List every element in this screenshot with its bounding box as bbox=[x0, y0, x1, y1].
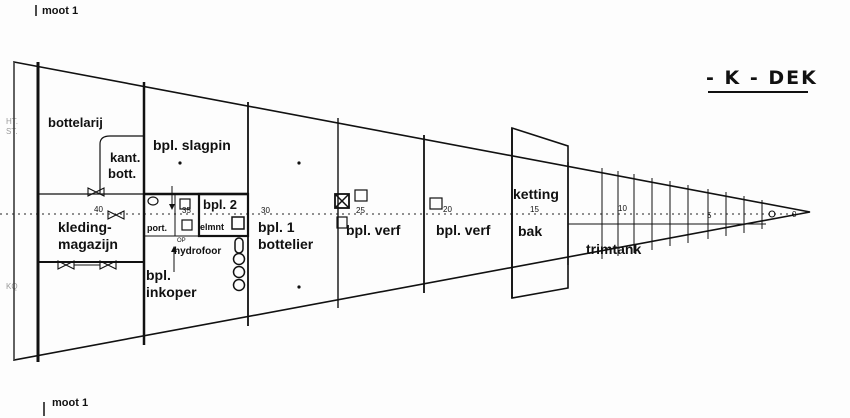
frame-number: 30 bbox=[261, 206, 270, 215]
bulkheads bbox=[36, 62, 763, 362]
equipment-symbols bbox=[147, 161, 443, 292]
room-elmnt: elmnt bbox=[200, 222, 224, 232]
hydrofoor-tank bbox=[232, 265, 246, 279]
hydrofoor-tank bbox=[234, 237, 244, 254]
room-bpl-verf-2: bpl. verf bbox=[436, 222, 491, 238]
valve-symbols bbox=[57, 186, 776, 272]
room-trimtank: trimtank bbox=[586, 241, 641, 257]
room-ketting: ketting bbox=[513, 186, 559, 202]
room-bpl-verf-1: bpl. verf bbox=[346, 222, 401, 238]
room-port: port. bbox=[147, 223, 167, 233]
frame-number: 0 bbox=[792, 210, 797, 219]
room-kleding-line2: magazijn bbox=[58, 236, 118, 252]
room-inkoper-line2: inkoper bbox=[146, 284, 197, 300]
hydrofoor-tank bbox=[232, 278, 246, 292]
room-bak: bak bbox=[518, 223, 542, 239]
room-bottelier-line1: bpl. 1 bbox=[258, 219, 295, 235]
margin-mark-top-2: ST. bbox=[6, 127, 18, 136]
frame-number: 35 bbox=[182, 206, 191, 215]
box-symbol bbox=[181, 219, 193, 231]
room-bottelarij: bottelarij bbox=[48, 115, 103, 130]
frame-number: 5 bbox=[707, 211, 712, 220]
hydrofoor-tank bbox=[232, 252, 246, 266]
room-inkoper-line1: bpl. bbox=[146, 267, 171, 283]
margin-mark-top: HT. bbox=[6, 117, 18, 126]
frame-number: 20 bbox=[443, 205, 452, 214]
room-bpl-slagpin: bpl. slagpin bbox=[153, 137, 231, 153]
box-symbol bbox=[231, 216, 245, 230]
hull-outline bbox=[13, 61, 811, 361]
moot-label-top: moot 1 bbox=[42, 5, 78, 17]
round-symbol bbox=[147, 196, 159, 206]
room-bott: bott. bbox=[108, 166, 136, 181]
ketting-bak-outline bbox=[511, 126, 569, 299]
room-hydrofoor: hydrofoor bbox=[174, 246, 221, 257]
room-labels: bottelarij kant. bott. bpl. slagpin bpl.… bbox=[48, 115, 641, 300]
frame-number: 15 bbox=[530, 205, 539, 214]
frame-number: 25 bbox=[356, 206, 365, 215]
label-op: OP bbox=[177, 238, 186, 244]
room-kant: kant. bbox=[110, 150, 140, 165]
frame-number: 10 bbox=[618, 204, 627, 213]
room-bpl-2: bpl. 2 bbox=[203, 197, 237, 212]
box-symbol bbox=[354, 189, 368, 202]
deck-title: - K - DEK bbox=[706, 67, 818, 89]
hatch-symbol bbox=[334, 193, 350, 209]
frame-number: 40 bbox=[94, 205, 103, 214]
box-symbol bbox=[336, 216, 348, 229]
room-bottelier-line2: bottelier bbox=[258, 236, 314, 252]
partitions bbox=[38, 135, 250, 263]
moot-label-bottom: moot 1 bbox=[52, 397, 88, 409]
box-symbol bbox=[179, 198, 191, 210]
margin-mark-bottom: KQ bbox=[6, 282, 18, 291]
room-kleding-line1: kleding- bbox=[58, 219, 112, 235]
box-symbol bbox=[429, 197, 443, 210]
